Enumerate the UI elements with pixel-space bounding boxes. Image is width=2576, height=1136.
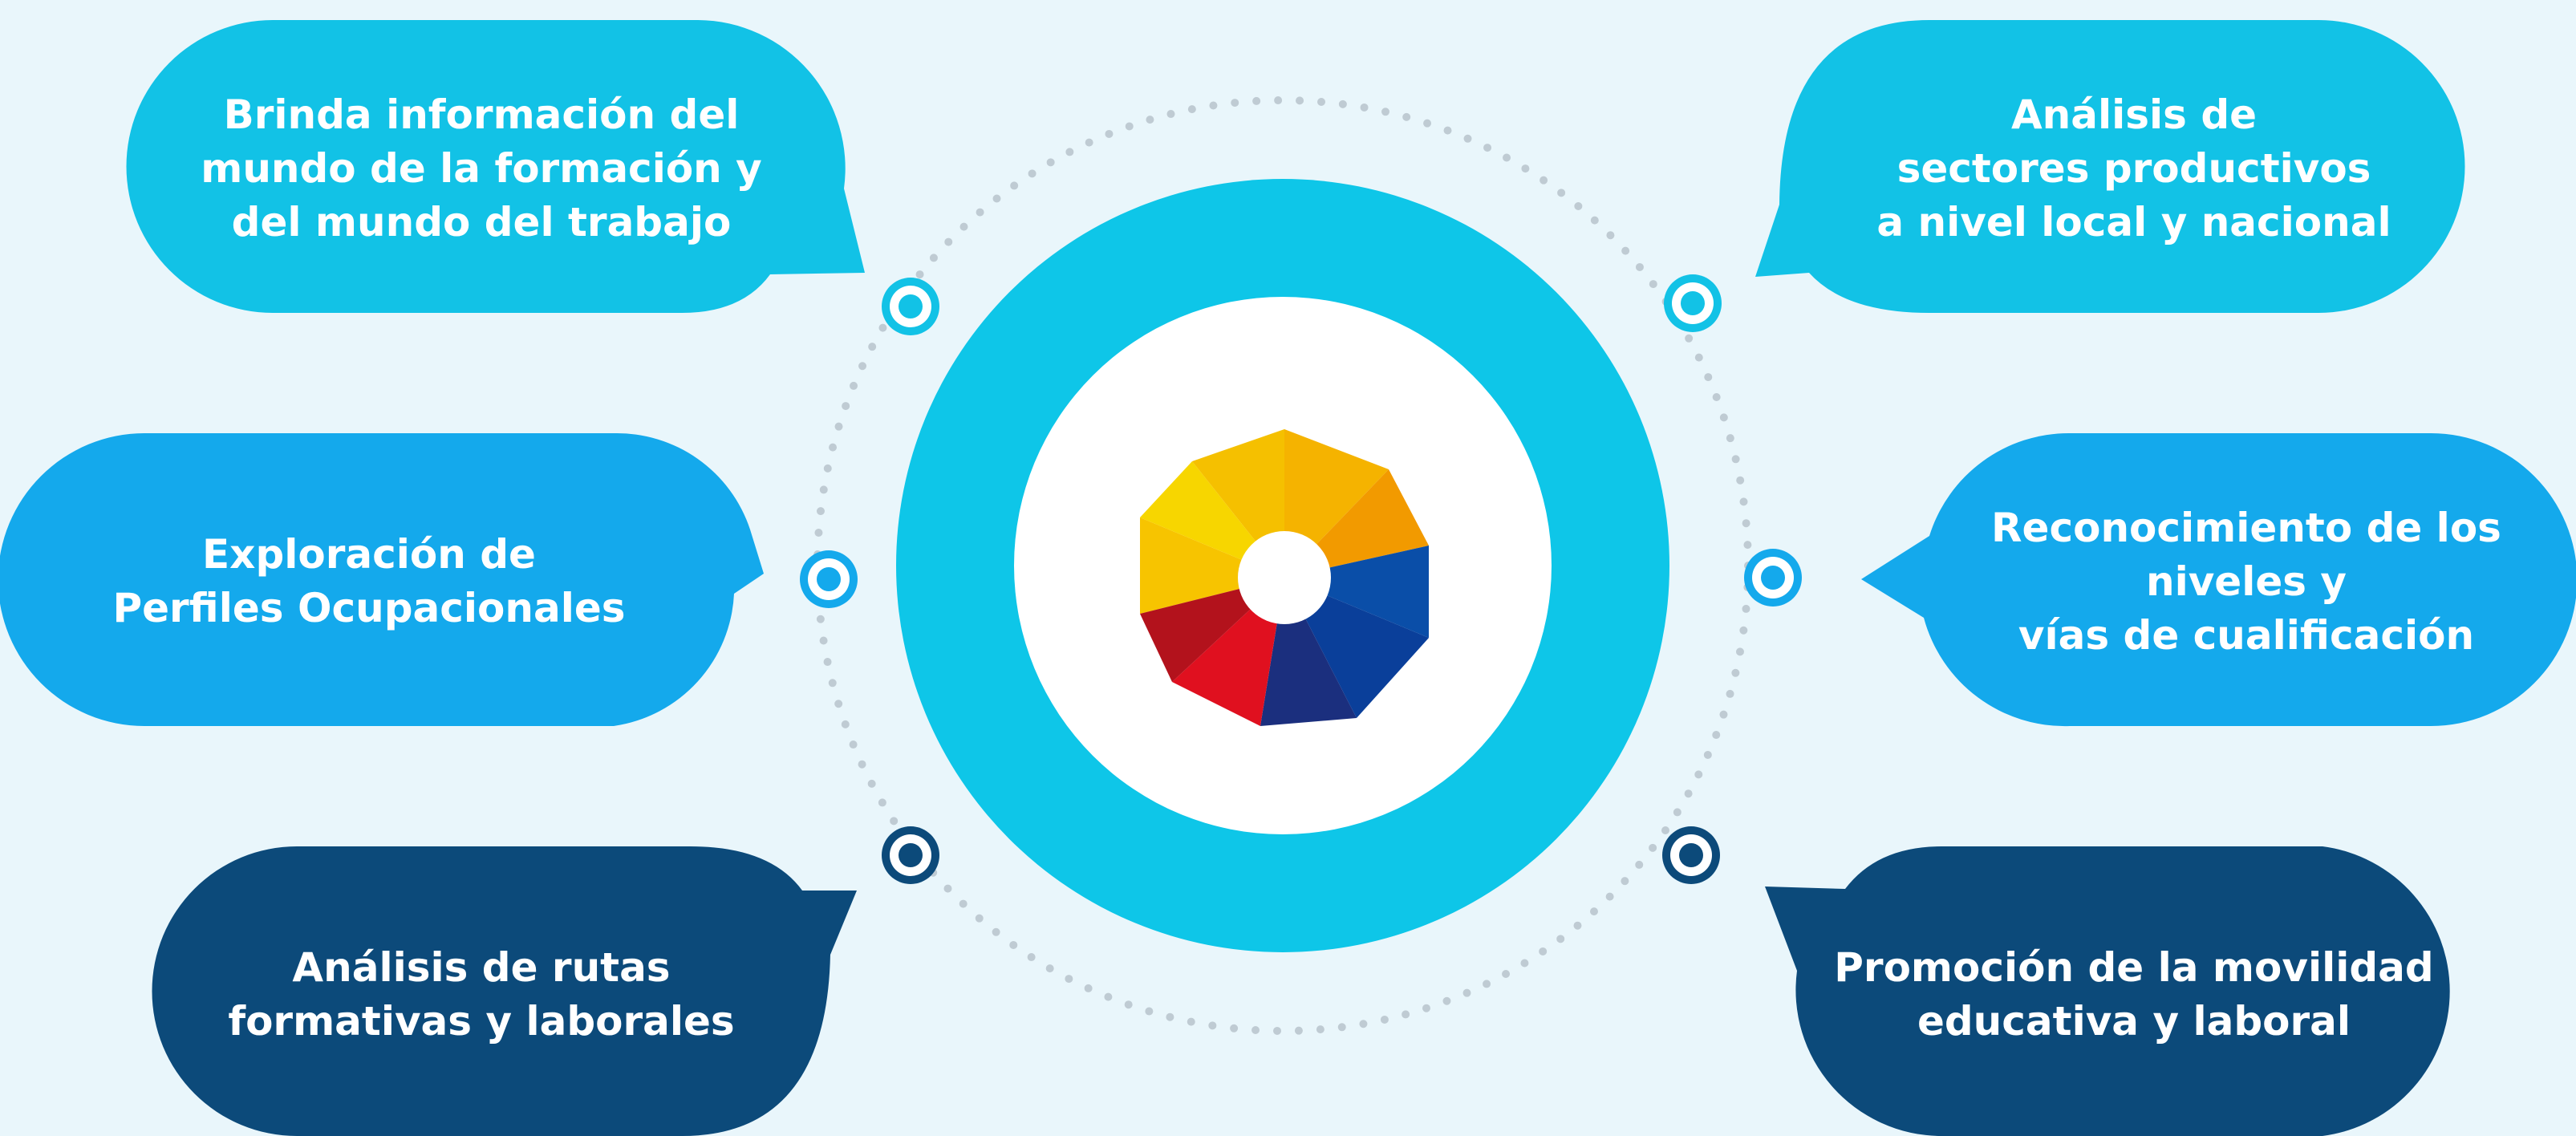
- target-dot-icon: [1664, 274, 1722, 332]
- bubble-line: Reconocimiento de los: [1991, 504, 2501, 551]
- bubble-line: Perfiles Ocupacionales: [112, 585, 626, 631]
- bubble-bottom-left: [152, 846, 857, 1136]
- bubble-line: mundo de la formación y: [201, 144, 762, 192]
- bubble-line: Brinda información del: [223, 91, 740, 138]
- bubble-mid-left-text: Exploración de Perfiles Ocupacionales: [16, 461, 722, 702]
- bubble-line: Análisis de: [2010, 91, 2258, 138]
- bubble-mid-right-text: Reconocimiento de los niveles y vías de …: [1925, 461, 2567, 702]
- bubble-top-right: [1755, 20, 2465, 313]
- bubble-line: del mundo del trabajo: [231, 198, 732, 245]
- bubble-line: Exploración de: [202, 531, 536, 578]
- target-dot-icon: [882, 278, 939, 335]
- bubble-top-left-text: Brinda información del mundo de la forma…: [128, 48, 834, 289]
- bubble-line: vías de cualificación: [2018, 611, 2475, 659]
- bubble-top-left: [126, 20, 865, 313]
- bubble-bottom-left-text: Análisis de rutas formativas y laborales: [152, 874, 810, 1115]
- bubble-line: formativas y laborales: [228, 998, 735, 1045]
- target-dot-icon: [1744, 549, 1802, 607]
- target-dot-icon: [800, 550, 858, 608]
- bubble-top-right-text: Análisis de sectores productivos a nivel…: [1789, 48, 2479, 289]
- bubble-line: Promoción de la movilidad: [1834, 944, 2434, 991]
- bubble-line: educativa y laboral: [1917, 998, 2351, 1045]
- bubble-bottom-right: [1765, 846, 2450, 1136]
- bubble-line: sectores productivos: [1897, 144, 2371, 192]
- target-dot-icon: [882, 826, 939, 884]
- bubble-mid-left: [0, 432, 764, 726]
- bubble-line: niveles y: [2145, 558, 2347, 605]
- bubble-line: a nivel local y nacional: [1876, 198, 2391, 245]
- bubble-line: Análisis de rutas: [292, 944, 671, 991]
- target-dot-icon: [1662, 826, 1720, 884]
- octagon-aperture-logo: [1140, 429, 1429, 726]
- bubble-bottom-right-text: Promoción de la movilidad educativa y la…: [1789, 874, 2479, 1115]
- bubble-mid-right: [1861, 432, 2576, 727]
